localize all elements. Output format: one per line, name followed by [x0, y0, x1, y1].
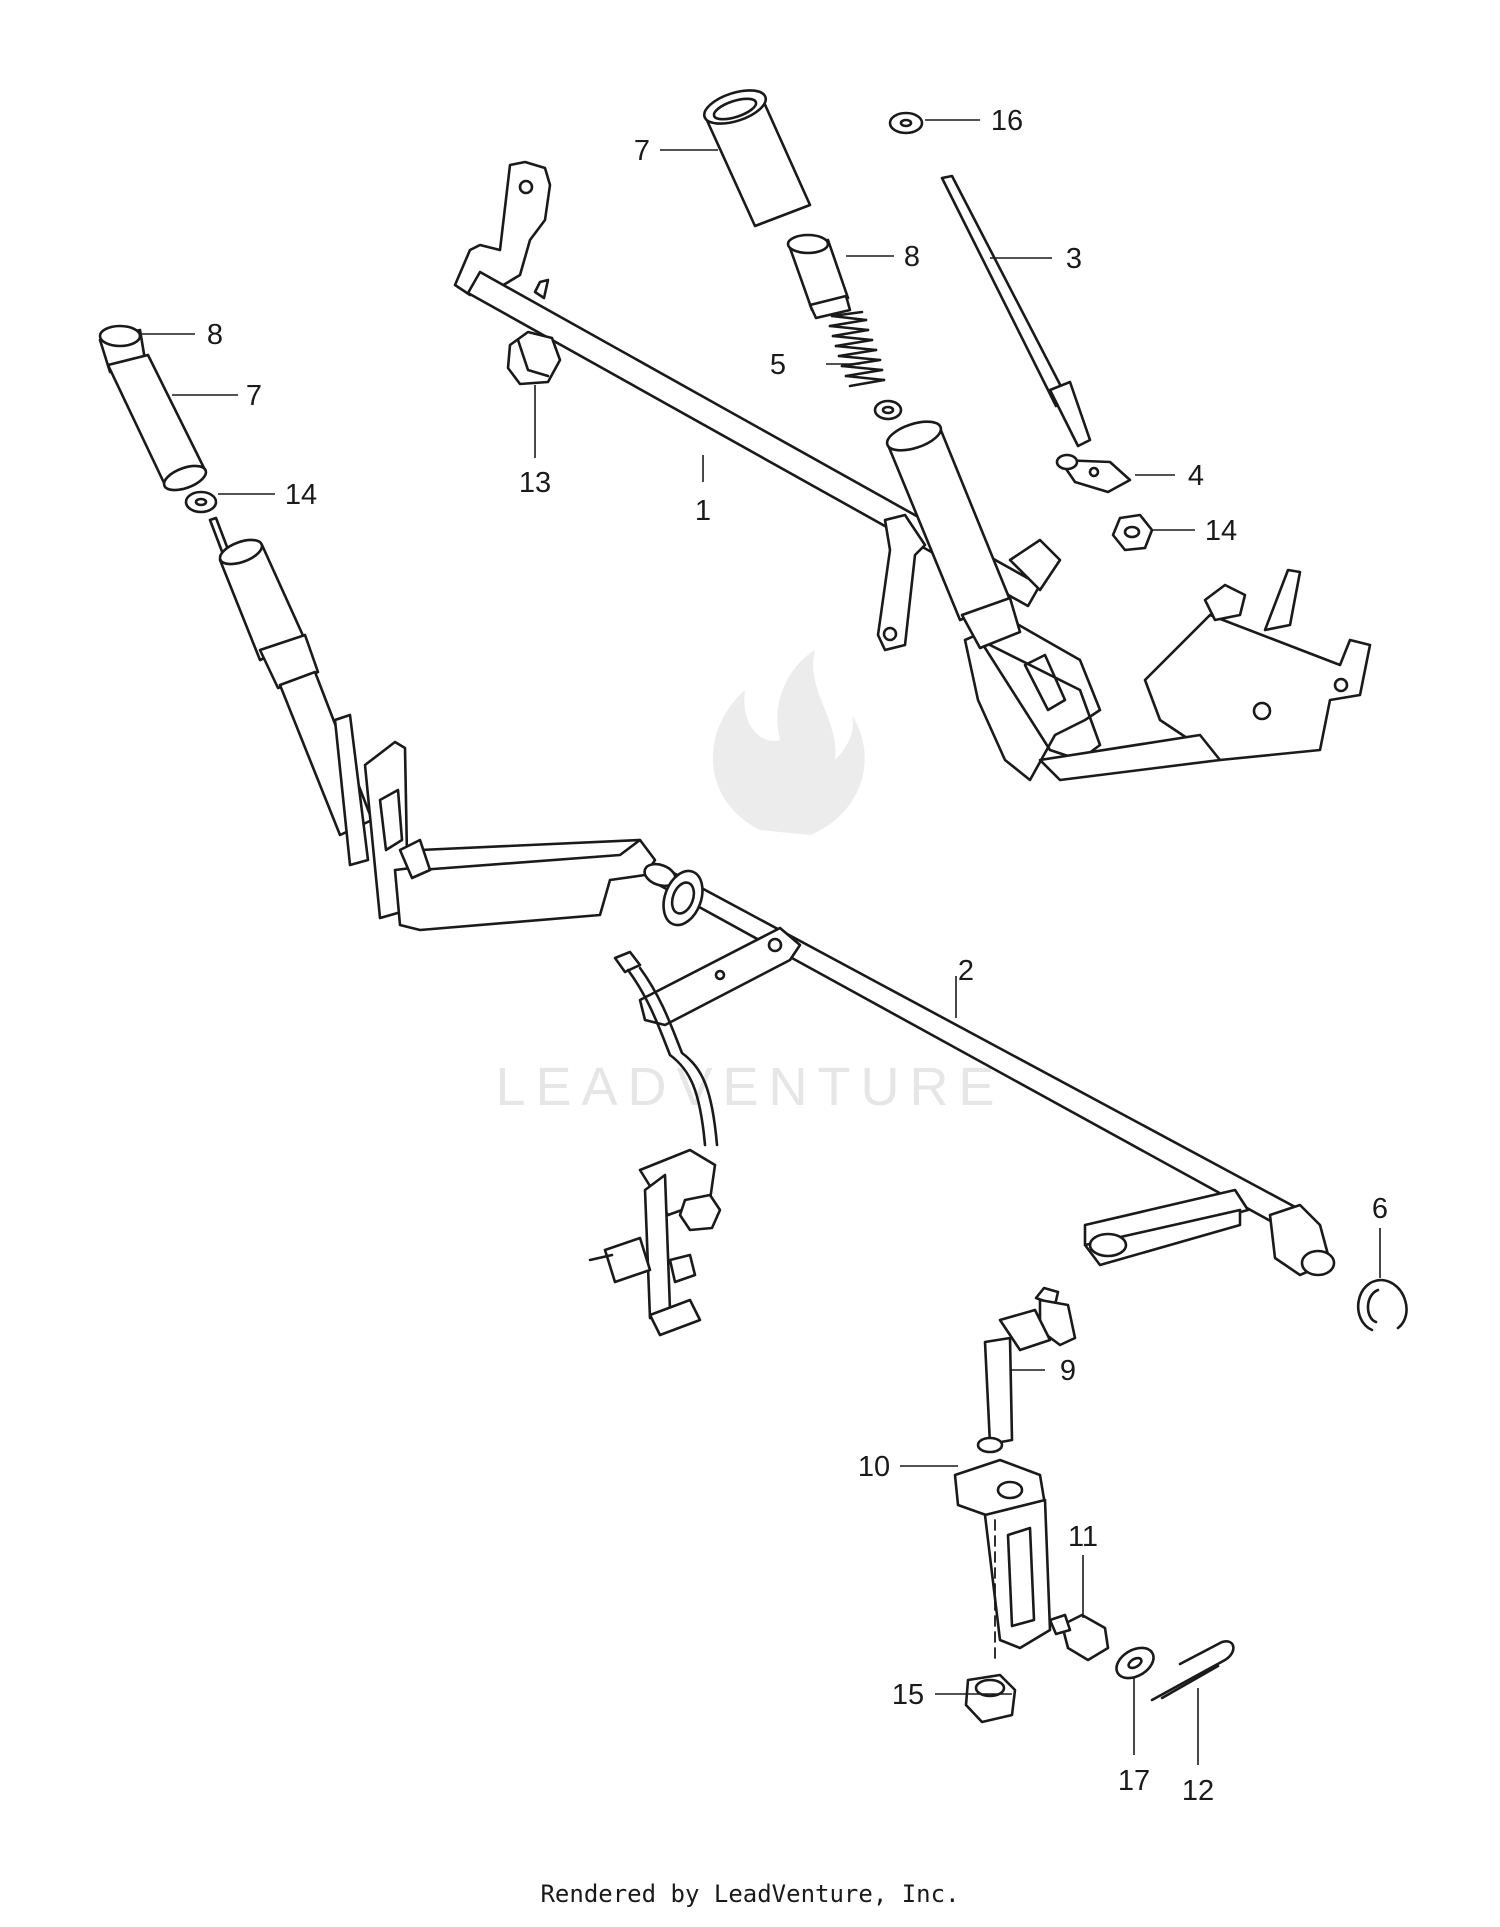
callout-8-left: 8 [207, 319, 223, 351]
callout-14-left: 14 [285, 479, 317, 511]
callout-7-right: 7 [634, 135, 650, 167]
part-13-bushing [506, 330, 562, 386]
part-16-washer [888, 111, 924, 135]
callout-6: 6 [1372, 1193, 1388, 1225]
callout-15: 15 [892, 1679, 924, 1711]
part-12-hairpin-clip [1150, 1640, 1235, 1702]
part-11-pin [1048, 1613, 1110, 1662]
part-10-hanger-bracket [953, 1436, 1052, 1661]
assembly-line-16 [918, 140, 944, 178]
watermark-flame-icon [712, 650, 865, 835]
part-7-tube-left [106, 353, 208, 492]
watermark: LEADVENTURE [495, 650, 1004, 1117]
part-left-hanger-assembly [588, 950, 722, 1337]
callout-12: 12 [1182, 1775, 1214, 1807]
callout-10: 10 [858, 1451, 890, 1483]
callout-labels: 1 2 3 4 5 6 7 7 8 8 9 10 11 12 13 14 14 … [207, 105, 1388, 1807]
callout-9: 9 [1060, 1355, 1076, 1387]
callout-17: 17 [1118, 1765, 1150, 1797]
watermark-text: LEADVENTURE [495, 1057, 1004, 1117]
callout-8-right: 8 [904, 241, 920, 273]
part-6-e-clip [1356, 1278, 1408, 1332]
part-1-lift-tube [885, 420, 1022, 650]
callout-7-left: 7 [246, 380, 262, 412]
part-17-washer [1115, 1646, 1155, 1680]
assembly-line-17 [1112, 1650, 1122, 1656]
assembly-line-12 [1150, 1668, 1175, 1672]
part-1-rear-lift-shaft [453, 160, 1372, 782]
part-7-tube-right [702, 89, 812, 228]
part-14-washer-left [184, 490, 218, 514]
callout-1: 1 [695, 495, 711, 527]
footer-credit: Rendered by LeadVenture, Inc. [540, 1880, 960, 1908]
part-left-lift-arm [333, 713, 657, 932]
callout-13: 13 [519, 467, 551, 499]
callout-4: 4 [1188, 460, 1204, 492]
part-5-spring [828, 310, 886, 388]
leader-lines [140, 119, 1381, 1765]
callout-5: 5 [770, 349, 786, 381]
part-14-nut-right [1111, 513, 1154, 552]
part-15-nut [964, 1673, 1017, 1724]
callout-11: 11 [1068, 1521, 1098, 1553]
callout-16: 16 [991, 105, 1023, 137]
part-washer-upper [873, 399, 903, 421]
assembly-line-4 [1100, 492, 1116, 520]
callout-14-right: 14 [1205, 515, 1237, 547]
part-8-pin-right [786, 233, 852, 320]
part-2-front-lift-shaft [638, 862, 1336, 1277]
part-4-trunnion [1055, 453, 1132, 494]
part-9-hanger-rod [983, 1286, 1077, 1446]
callout-2: 2 [958, 955, 974, 987]
callout-3: 3 [1066, 243, 1082, 275]
part-3-adjustment-rod [940, 174, 1092, 448]
